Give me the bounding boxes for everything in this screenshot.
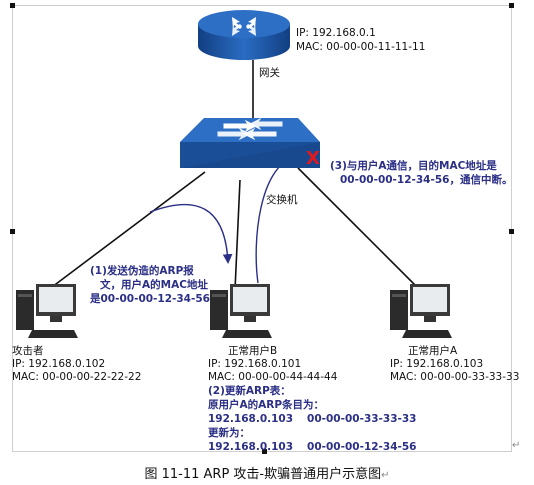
- step3-line2: 00-00-00-12-34-56，通信中断。: [340, 174, 513, 186]
- attacker-switch-link: [47, 171, 206, 291]
- step3-line1: (3)与用户A通信，目的MAC地址是: [330, 160, 497, 172]
- step2-old-entry: 192.168.0.103 00-00-00-33-33-33: [208, 412, 417, 426]
- blocked-x-icon: X: [306, 148, 320, 169]
- step3-annotation: (3)与用户A通信，目的MAC地址是 00-00-00-12-34-56，通信中…: [330, 159, 512, 187]
- step2-old-ip: 192.168.0.103: [208, 413, 294, 425]
- frame-corner-marker: [509, 229, 514, 234]
- switch-label: 交换机: [266, 194, 298, 206]
- gateway-mac: MAC: 00-00-00-11-11-11: [296, 41, 426, 53]
- usera-ip: IP: 192.168.0.103: [390, 358, 484, 370]
- step2-new-entry: 192.168.0.103 00-00-00-12-34-56: [208, 440, 417, 454]
- step2-old-mac: 00-00-00-33-33-33: [307, 413, 417, 425]
- userb-switch-link: [234, 179, 241, 291]
- usera-switch-link: [297, 167, 421, 291]
- step2-new-mac: 00-00-00-12-34-56: [307, 441, 417, 453]
- step2-line1: (2)更新ARP表：: [208, 385, 291, 397]
- step1-line1: (1)发送伪造的ARP报: [90, 265, 194, 277]
- attacker-label: 攻击者: [12, 345, 44, 357]
- attacker-mac: MAC: 00-00-00-22-22-22: [12, 371, 142, 383]
- step2-annotation: (2)更新ARP表： 原用户A的ARP条目为： 192.168.0.103 00-…: [208, 384, 417, 454]
- router-icon: [198, 10, 290, 60]
- gateway-ip: IP: 192.168.0.1: [296, 27, 376, 39]
- figure-caption: 图 11-11 ARP 攻击-欺骗普通用户示意图↵: [0, 463, 534, 482]
- usera-label: 正常用户A: [408, 345, 458, 357]
- frame-corner-marker: [262, 449, 267, 454]
- gateway-label: 网关: [259, 67, 280, 79]
- figure-caption-text: 图 11-11 ARP 攻击-欺骗普通用户示意图: [144, 467, 382, 482]
- step1-annotation: (1)发送伪造的ARP报 文，用户A的MAC地址 是00-00-00-12-34…: [90, 264, 210, 306]
- step2-line2: 原用户A的ARP条目为：: [208, 399, 325, 411]
- usera-mac: MAC: 00-00-00-33-33-33: [390, 371, 520, 383]
- userb-ip: IP: 192.168.0.101: [208, 358, 302, 370]
- computer-icon: [210, 284, 272, 338]
- userb-label: 正常用户B: [228, 345, 278, 357]
- step2-line4: 更新为：: [208, 427, 250, 439]
- computer-icon: [16, 284, 78, 338]
- switch-icon: [180, 117, 320, 168]
- frame-corner-marker: [509, 3, 514, 8]
- frame-corner-marker: [10, 229, 15, 234]
- frame-corner-marker: [10, 3, 15, 8]
- computer-icon: [390, 284, 452, 338]
- paragraph-mark: ↵: [381, 470, 390, 481]
- attacker-ip: IP: 192.168.0.102: [12, 358, 106, 370]
- step1-arrow: [149, 203, 233, 264]
- step1-line3: 是00-00-00-12-34-56: [90, 293, 210, 305]
- step2-new-ip: 192.168.0.103: [208, 441, 294, 453]
- userb-mac: MAC: 00-00-00-44-44-44: [208, 371, 338, 383]
- step1-line2: 文，用户A的MAC地址: [100, 279, 208, 291]
- paragraph-mark: ↵: [512, 440, 521, 451]
